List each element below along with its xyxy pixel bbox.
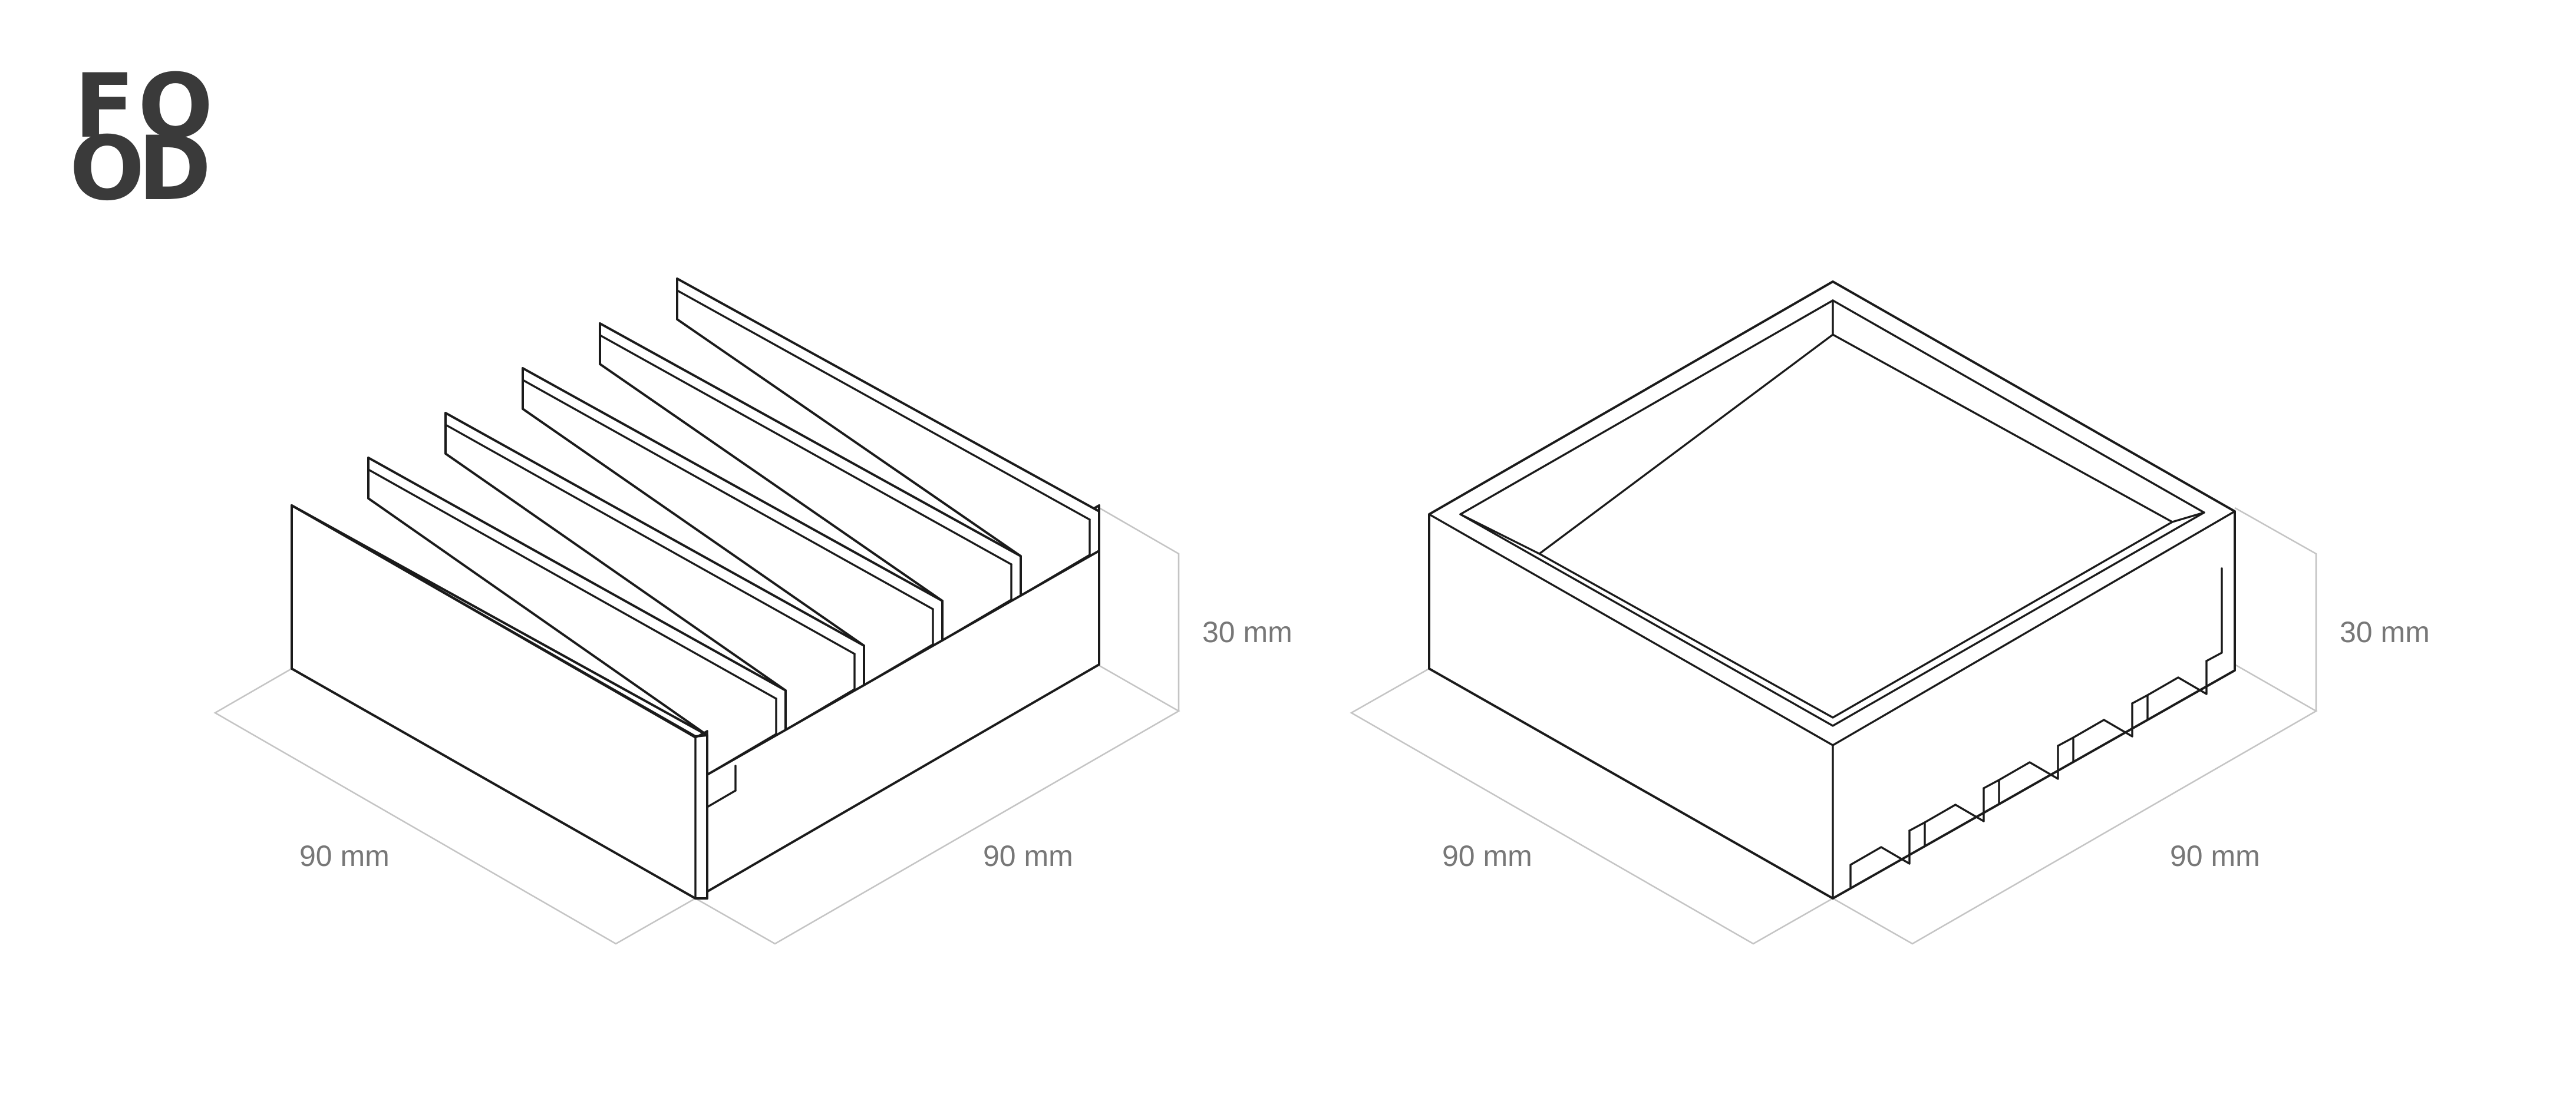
tray-dish-left-width-label: 90 mm (1442, 839, 1532, 872)
tray-dish-dimension-lines (1350, 507, 2318, 945)
slotted-dish-slats (291, 277, 1100, 900)
tray-dish-height-label: 30 mm (2340, 616, 2430, 649)
slotted-dish-drawing: 30 mm 90 mm 90 mm (213, 277, 1292, 945)
slotted-dish-left-width-label: 90 mm (299, 839, 390, 872)
slotted-dish-right-width-label: 90 mm (983, 839, 1073, 872)
slotted-dish-height-label: 30 mm (1202, 616, 1292, 649)
logo-letter-d: D (138, 118, 212, 220)
logo-letter-f: F (74, 55, 134, 158)
food-logo: F O O D (70, 55, 213, 220)
logo-letter-o-bottom: O (70, 118, 145, 220)
tray-dish-right-width-label: 90 mm (2170, 839, 2260, 872)
slotted-dish-dimension-lines (213, 507, 1180, 945)
logo-letter-o-top: O (138, 55, 213, 158)
slat-1-front (291, 504, 737, 900)
tray-dish-body (1428, 280, 2236, 900)
tray-dish-basin (1459, 299, 2205, 727)
tray-dish-drawing: 30 mm 90 mm 90 mm (1350, 280, 2430, 945)
tray-dish-feet-cutouts (1849, 567, 2223, 890)
